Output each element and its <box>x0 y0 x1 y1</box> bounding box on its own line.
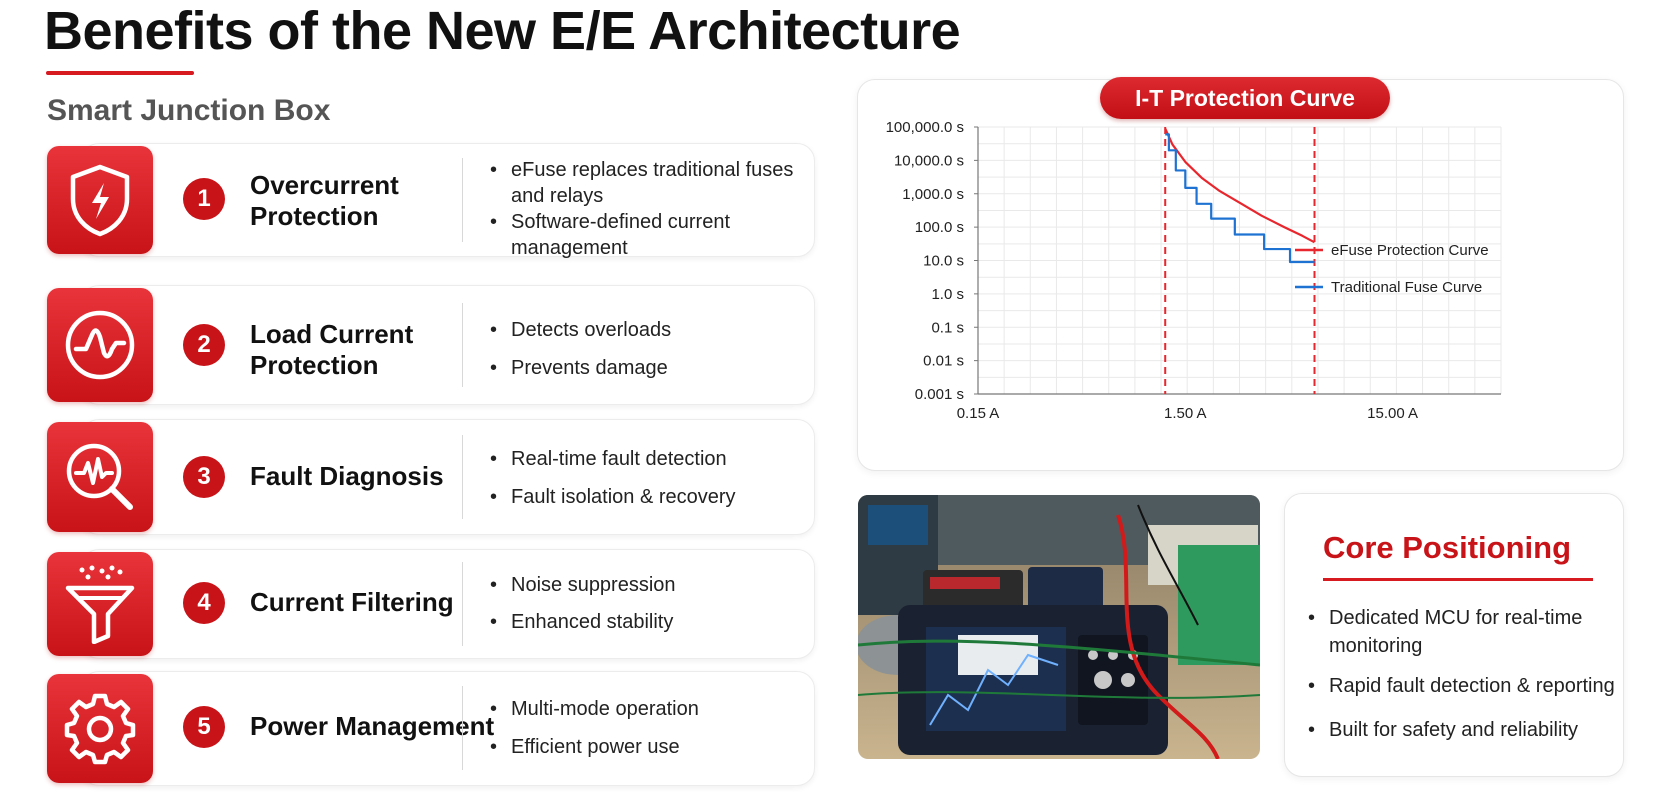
x-tick-label: 15.00 A <box>1367 405 1418 422</box>
filter-funnel-icon <box>47 552 153 656</box>
x-tick-label: 1.50 A <box>1164 405 1207 422</box>
pulse-circle-icon <box>47 288 153 402</box>
y-tick-label: 10.0 s <box>923 253 964 270</box>
feature-divider <box>462 303 463 387</box>
feature-divider <box>462 435 463 519</box>
bullet-item: Multi-mode operation <box>487 696 817 722</box>
core-title: Core Positioning <box>1323 530 1571 565</box>
bullet-item: Prevents damage <box>487 355 817 381</box>
bullet-item: Fault isolation & recovery <box>487 484 817 510</box>
core-bullet-item: Dedicated MCU for real-time monitoring <box>1305 604 1625 660</box>
x-tick-label: 0.15 A <box>957 405 1000 422</box>
title-underline <box>46 71 194 75</box>
feature-name: Fault Diagnosis <box>250 461 444 492</box>
feature-name: Overcurrent Protection <box>250 170 399 232</box>
y-tick-label: 100.0 s <box>915 219 964 236</box>
feature-number-badge: 4 <box>183 582 225 624</box>
feature-bullets: Real-time fault detection Fault isolatio… <box>487 446 817 510</box>
y-tick-label: 100,000.0 s <box>886 119 964 136</box>
bullet-item: Enhanced stability <box>487 609 817 635</box>
core-bullets: Dedicated MCU for real-time monitoring R… <box>1305 604 1625 760</box>
feature-name: Current Filtering <box>250 587 454 618</box>
feature-name-line2: Protection <box>250 201 379 231</box>
core-bullet-item: Rapid fault detection & reporting <box>1305 672 1625 700</box>
gear-icon <box>47 674 153 783</box>
feature-divider <box>462 562 463 646</box>
feature-name-line1: Overcurrent <box>250 170 399 200</box>
feature-divider <box>462 158 463 242</box>
y-tick-label: 10,000.0 s <box>894 152 964 169</box>
feature-bullets: eFuse replaces traditional fuses and rel… <box>487 157 817 261</box>
feature-row-load-current: 2 Load Current Protection Detects overlo… <box>47 285 815 405</box>
y-tick-label: 1,000.0 s <box>902 186 964 203</box>
legend-label: Traditional Fuse Curve <box>1331 279 1482 296</box>
bullet-item: Real-time fault detection <box>487 446 817 472</box>
y-tick-label: 1.0 s <box>931 286 964 303</box>
feature-name-line1: Load Current <box>250 319 414 349</box>
feature-bullets: Detects overloads Prevents damage <box>487 317 817 381</box>
feature-card <box>81 419 815 535</box>
core-bullet-item: Built for safety and reliability <box>1305 716 1625 744</box>
feature-name: Power Management <box>250 711 494 742</box>
series-line-traditional-fuse <box>1165 133 1315 264</box>
feature-bullets: Multi-mode operation Efficient power use <box>487 696 817 760</box>
core-positioning-panel: Core Positioning Dedicated MCU for real-… <box>1284 493 1624 777</box>
bullet-item: Noise suppression <box>487 572 817 598</box>
y-tick-label: 0.01 s <box>923 353 964 370</box>
magnifier-waveform-icon <box>47 422 153 532</box>
y-tick-label: 0.001 s <box>915 386 964 403</box>
feature-number-badge: 3 <box>183 456 225 498</box>
shield-lightning-icon <box>47 146 153 254</box>
page-title: Benefits of the New E/E Architecture <box>44 1 961 61</box>
feature-divider <box>462 686 463 770</box>
bullet-item: eFuse replaces traditional fuses and rel… <box>487 157 817 209</box>
feature-name-line2: Protection <box>250 350 379 380</box>
feature-name-line1: Fault Diagnosis <box>250 461 444 491</box>
legend-label: eFuse Protection Curve <box>1331 242 1489 259</box>
bullet-item: Detects overloads <box>487 317 817 343</box>
series-line-efuse <box>1164 128 1316 244</box>
feature-name-line1: Power Management <box>250 711 495 741</box>
feature-row-overcurrent: 1 Overcurrent Protection eFuse replaces … <box>47 143 815 259</box>
page-subtitle: Smart Junction Box <box>47 94 331 127</box>
lab-test-bench-photo <box>858 495 1260 759</box>
feature-name-line1: Current Filtering <box>250 587 454 617</box>
feature-number-badge: 2 <box>183 324 225 366</box>
core-title-underline <box>1323 578 1593 581</box>
feature-row-power-management: 5 Power Management Multi-mode operation … <box>47 671 815 786</box>
feature-name: Load Current Protection <box>250 319 413 381</box>
feature-number-badge: 1 <box>183 178 225 220</box>
feature-number-badge: 5 <box>183 706 225 748</box>
protection-curve-chart: 0.001 s 0.01 s 0.1 s 1.0 s 10.0 s 100.0 s 1,00… <box>886 119 1502 422</box>
chart-title: I-T Protection Curve <box>1100 77 1390 119</box>
feature-bullets: Noise suppression Enhanced stability <box>487 572 817 635</box>
bullet-item: Software-defined current management <box>487 209 817 261</box>
feature-row-fault-diagnosis: 3 Fault Diagnosis Real-time fault detect… <box>47 419 815 535</box>
feature-row-current-filtering: 4 Current Filtering Noise suppression En… <box>47 549 815 659</box>
chart-panel <box>857 79 1624 471</box>
y-tick-label: 0.1 s <box>931 319 964 336</box>
bullet-item: Efficient power use <box>487 734 817 760</box>
